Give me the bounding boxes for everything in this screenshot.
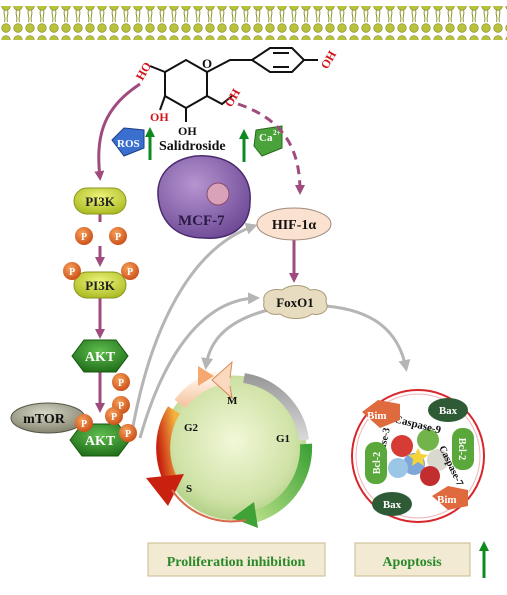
cell-membrane xyxy=(0,6,507,40)
calcium-label: Ca xyxy=(259,132,273,144)
phosphate-badge: P xyxy=(75,227,93,245)
proliferation-inhibition-label: Proliferation inhibition xyxy=(167,555,306,570)
calcium-shape: Ca 2+ xyxy=(253,125,283,157)
svg-text:Bax: Bax xyxy=(383,499,402,511)
proliferation-inhibition-box: Proliferation inhibition xyxy=(147,542,326,577)
phospho-pi3k-node: PI3K xyxy=(73,271,127,299)
svg-text:P: P xyxy=(127,267,133,278)
foxo1-label: FoxO1 xyxy=(276,295,314,310)
phosphate-badge: P xyxy=(63,262,81,280)
cell-cycle: M G1 S G2 xyxy=(146,360,313,528)
arrow-foxo-to-apoptosis xyxy=(325,304,411,372)
phospho-akt-label: AKT xyxy=(85,434,116,449)
phospho-akt-node: AKT xyxy=(69,423,131,457)
pi3k-label: PI3K xyxy=(85,194,116,209)
svg-text:P: P xyxy=(125,429,131,440)
svg-text:P: P xyxy=(111,412,117,423)
compound-name: Salidroside xyxy=(159,139,226,154)
arrow-foxo-to-cell-cycle xyxy=(201,308,269,370)
phase-arc-m xyxy=(243,373,309,441)
svg-text:P: P xyxy=(81,419,87,430)
arrow-salidroside-to-pi3k xyxy=(94,82,141,181)
caspase-cluster xyxy=(388,429,449,486)
phase-arrow xyxy=(146,474,184,506)
arrow-akt-to-hif xyxy=(130,222,258,433)
phospho-pi3k-label: PI3K xyxy=(85,278,116,293)
phosphate-badge: P xyxy=(121,262,139,280)
ros-shape: ROS xyxy=(111,127,145,157)
svg-text:Bcl-2: Bcl-2 xyxy=(372,452,383,474)
foxo1-node: FoxO1 xyxy=(263,285,328,319)
hydroxyl-label: OH xyxy=(150,110,169,124)
apoptosis-label: Apoptosis xyxy=(382,555,442,570)
hif1a-label: HIF-1α xyxy=(272,218,317,233)
svg-text:P: P xyxy=(118,378,124,389)
apoptosis-box: Apoptosis xyxy=(354,542,471,577)
bcl2-protein: Bcl-2 xyxy=(365,442,387,484)
svg-text:P: P xyxy=(81,232,87,243)
arrow-akt-to-foxo xyxy=(138,292,260,439)
ring-oxygen: O xyxy=(202,56,212,71)
svg-text:Bim: Bim xyxy=(437,494,457,506)
mtor-label: mTOR xyxy=(23,412,66,427)
phosphate-badge: P xyxy=(105,407,123,425)
akt-label: AKT xyxy=(85,350,116,365)
phase-label-g1: G1 xyxy=(276,433,290,445)
phosphate-badge: P xyxy=(109,227,127,245)
svg-text:Bax: Bax xyxy=(439,405,458,417)
bim-protein: Bim xyxy=(432,486,468,510)
ros-label: ROS xyxy=(117,138,140,150)
akt-node: AKT xyxy=(71,339,129,373)
mcf7-cell: MCF-7 xyxy=(157,155,251,239)
bax-protein: Bax xyxy=(428,398,468,422)
svg-text:P: P xyxy=(69,267,75,278)
phosphate-badge: P xyxy=(112,373,130,391)
calcium-charge: 2+ xyxy=(273,129,281,137)
hydroxyl-label: HO xyxy=(133,59,154,82)
phosphate-badge: P xyxy=(75,414,93,432)
hif1a-node: HIF-1α xyxy=(256,207,332,241)
phase-arrow xyxy=(232,502,258,528)
phase-label-s: S xyxy=(186,483,192,495)
mtor-node: mTOR xyxy=(10,402,86,434)
phase-label-m: M xyxy=(227,395,238,407)
hydroxyl-label: OH xyxy=(318,48,340,72)
hydroxyl-label: OH xyxy=(178,124,197,138)
svg-text:Bcl-2: Bcl-2 xyxy=(456,438,467,460)
salidroside-structure xyxy=(149,47,318,122)
pi3k-node: PI3K xyxy=(73,187,127,215)
svg-text:P: P xyxy=(115,232,121,243)
bax-protein: Bax xyxy=(372,492,412,516)
svg-text:Bim: Bim xyxy=(367,410,387,422)
phase-arrow xyxy=(198,366,214,386)
phase-arc-g1 xyxy=(248,443,313,524)
phosphate-badge: P xyxy=(119,424,137,442)
mcf7-label: MCF-7 xyxy=(178,213,225,229)
bcl2-protein: Bcl-2 xyxy=(452,428,474,470)
arrow-salidroside-to-hif xyxy=(237,102,305,195)
apoptosis-complex: Caspase-9 Caspase-3 Caspase-7 Bim Bax Bc… xyxy=(351,389,485,523)
phase-label-g2: G2 xyxy=(184,422,199,434)
svg-text:P: P xyxy=(118,401,124,412)
bim-protein: Bim xyxy=(362,400,400,428)
